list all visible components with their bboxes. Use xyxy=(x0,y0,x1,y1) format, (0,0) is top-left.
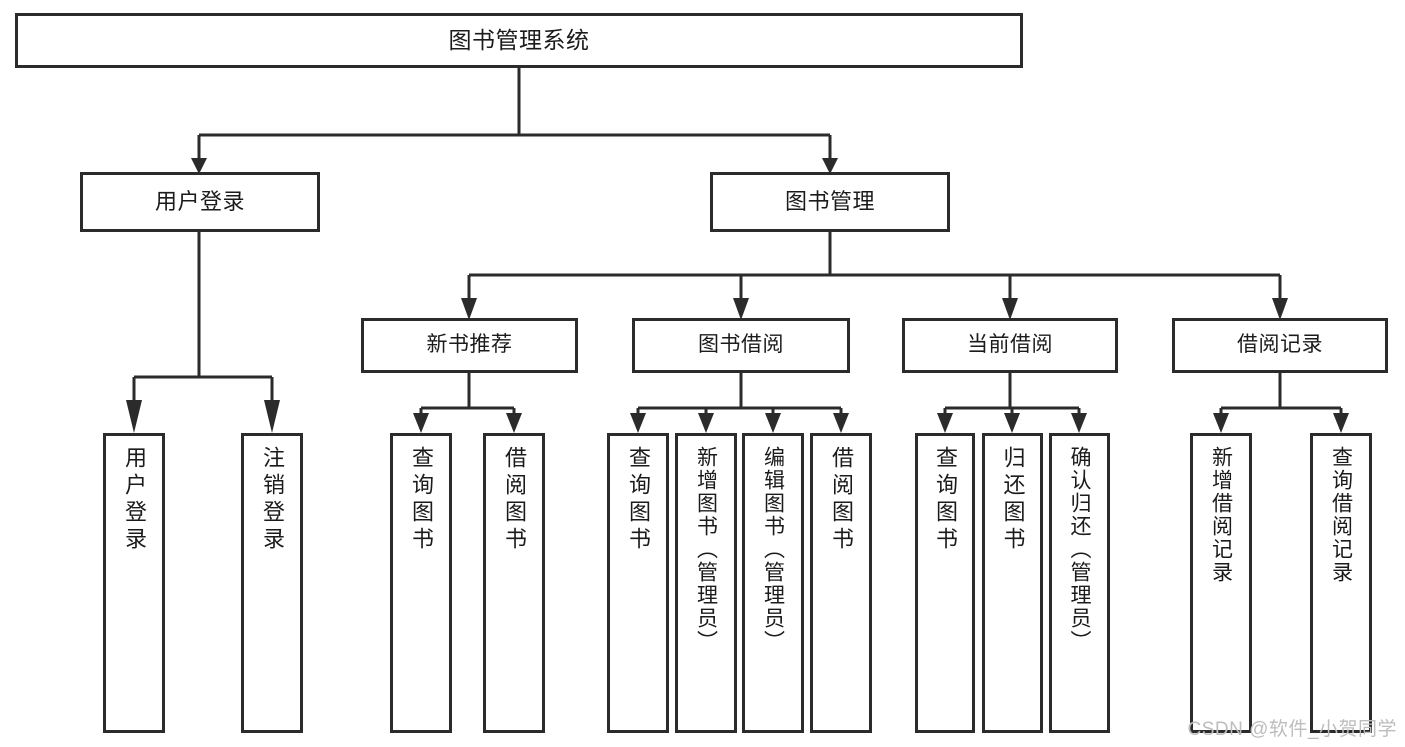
leaf-query-book-borrow[interactable]: 查询图书 xyxy=(607,433,669,733)
node-label: 查询图书 xyxy=(626,446,651,554)
node-borrow-record[interactable]: 借阅记录 xyxy=(1172,318,1388,373)
node-label: 用户登录 xyxy=(154,188,245,214)
node-label: 查询借阅记录 xyxy=(1329,446,1353,584)
leaf-confirm-return-admin[interactable]: 确认归还（管理员） xyxy=(1049,433,1110,733)
node-label: 图书管理系统 xyxy=(448,26,590,53)
arrowhead-new-book xyxy=(461,298,477,320)
leaf-borrow-book[interactable]: 借阅图书 xyxy=(810,433,872,733)
arrowhead-cb-3 xyxy=(1071,413,1087,433)
arrowhead-cb-1 xyxy=(937,413,953,433)
arrowhead-bb-3 xyxy=(765,413,781,433)
leaf-logout[interactable]: 注销登录 xyxy=(241,433,303,733)
node-label: 用户登录 xyxy=(122,446,147,554)
arrowhead-cb-2 xyxy=(1004,413,1020,433)
node-label: 新书推荐 xyxy=(426,333,513,357)
leaf-return-book[interactable]: 归还图书 xyxy=(982,433,1043,733)
arrowhead-leaf-logout xyxy=(264,400,280,433)
leaf-query-book-recommend[interactable]: 查询图书 xyxy=(390,433,452,733)
arrowhead-nb-1 xyxy=(413,413,429,433)
node-label: 图书管理 xyxy=(784,188,875,214)
node-user-login[interactable]: 用户登录 xyxy=(80,172,320,232)
node-book-management[interactable]: 图书管理 xyxy=(710,172,950,232)
leaf-add-book-admin[interactable]: 新增图书（管理员） xyxy=(675,433,737,733)
node-label: 图书借阅 xyxy=(698,333,784,357)
arrowhead-borrow-record xyxy=(1272,298,1288,320)
arrowhead-leaf-user-login xyxy=(126,400,142,433)
leaf-user-login[interactable]: 用户登录 xyxy=(103,433,165,733)
node-label: 借阅图书 xyxy=(829,446,854,554)
csdn-watermark: CSDN @软件_小贺同学 xyxy=(1187,719,1397,740)
arrowhead-current-borrow xyxy=(1002,298,1018,320)
node-label: 借阅记录 xyxy=(1237,333,1323,357)
node-root-book-management-system[interactable]: 图书管理系统 xyxy=(15,13,1023,68)
node-label: 编辑图书（管理员） xyxy=(761,446,785,653)
arrowhead-bb-2 xyxy=(698,413,714,433)
arrowhead-br-2 xyxy=(1333,413,1349,433)
leaf-add-borrow-record[interactable]: 新增借阅记录 xyxy=(1190,433,1252,733)
node-label: 查询图书 xyxy=(409,446,434,554)
node-label: 当前借阅 xyxy=(967,333,1053,357)
node-label: 借阅图书 xyxy=(502,446,527,554)
arrowhead-bb-1 xyxy=(630,413,646,433)
arrowhead-bb-4 xyxy=(833,413,849,433)
leaf-query-book-current[interactable]: 查询图书 xyxy=(915,433,975,733)
arrowhead-br-1 xyxy=(1213,413,1229,433)
node-label: 确认归还（管理员） xyxy=(1068,446,1091,653)
leaf-borrow-book-recommend[interactable]: 借阅图书 xyxy=(483,433,545,733)
arrowhead-nb-2 xyxy=(506,413,522,433)
node-current-borrow[interactable]: 当前借阅 xyxy=(902,318,1118,373)
node-label: 归还图书 xyxy=(1000,446,1026,554)
node-new-book-recommend[interactable]: 新书推荐 xyxy=(361,318,578,373)
node-label: 新增借阅记录 xyxy=(1209,446,1233,584)
node-label: 注销登录 xyxy=(260,446,285,554)
node-label: 新增图书（管理员） xyxy=(694,446,718,653)
node-label: 查询图书 xyxy=(933,446,958,554)
arrowhead-book-borrow xyxy=(733,298,749,320)
leaf-query-borrow-record[interactable]: 查询借阅记录 xyxy=(1310,433,1372,733)
node-book-borrow[interactable]: 图书借阅 xyxy=(632,318,850,373)
leaf-edit-book-admin[interactable]: 编辑图书（管理员） xyxy=(742,433,804,733)
